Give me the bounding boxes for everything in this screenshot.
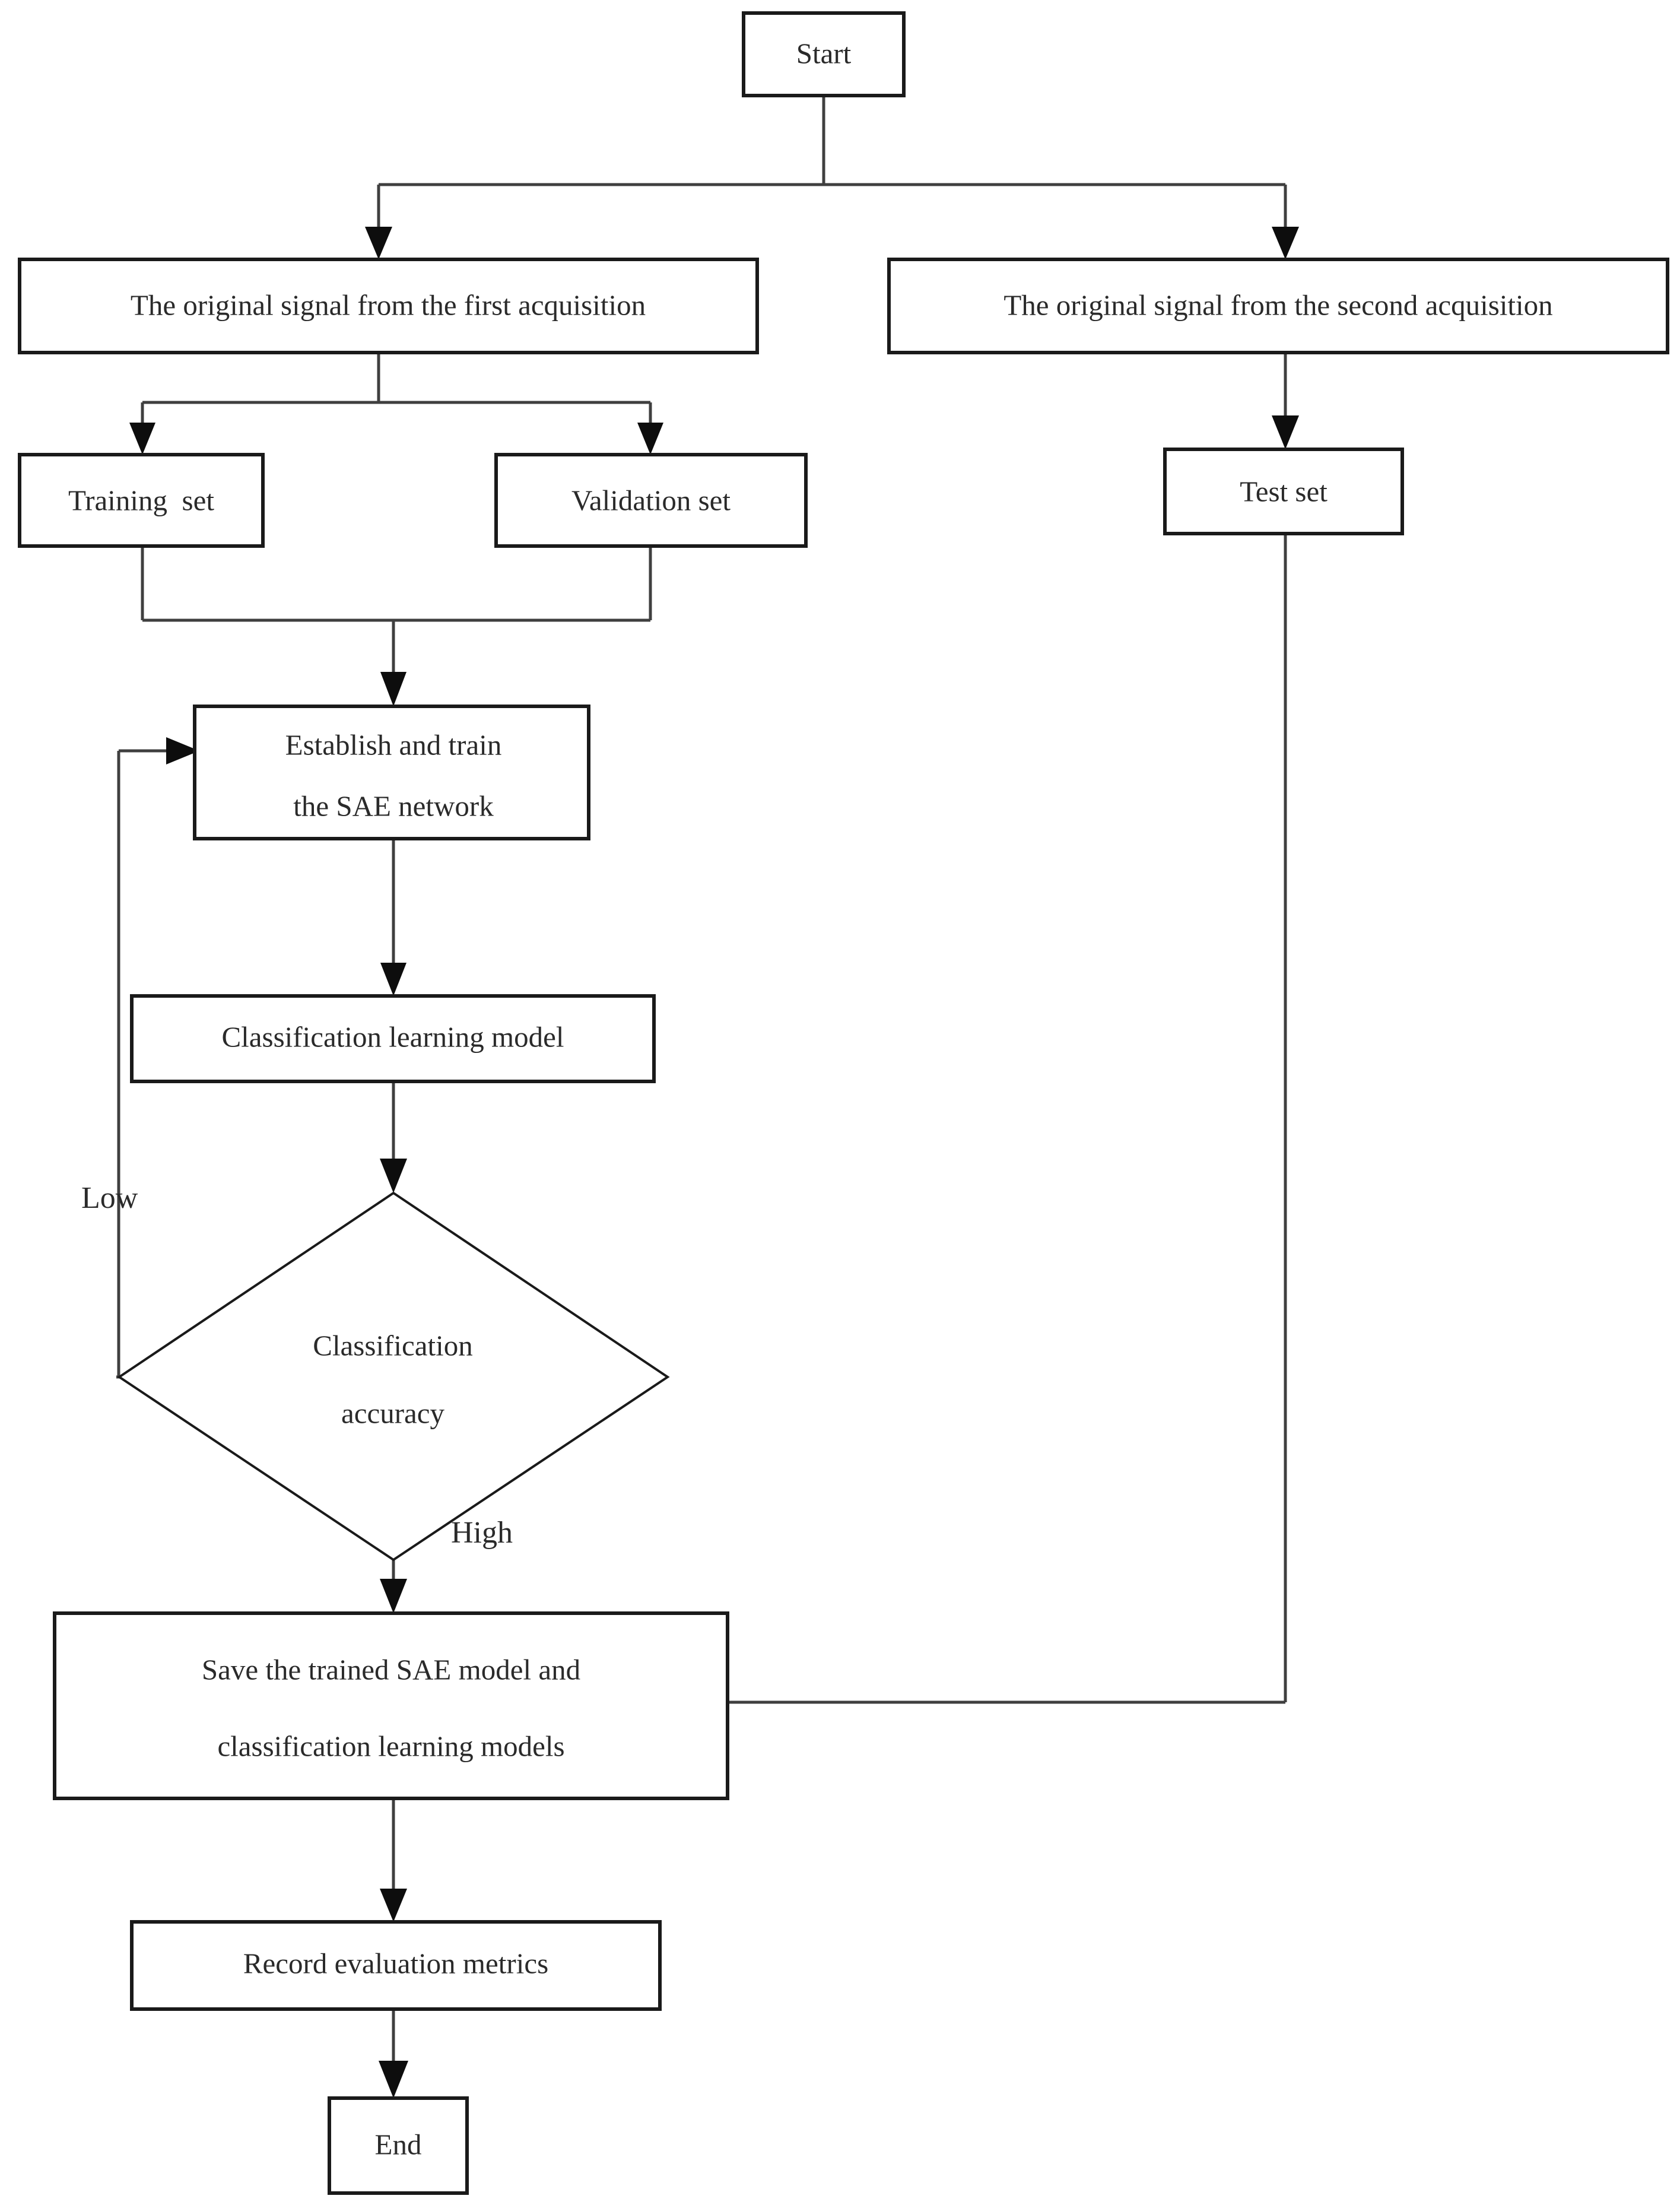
node-validation-set[interactable]: Validation set: [494, 453, 808, 548]
node-validation-set-label: Validation set: [571, 484, 731, 516]
edge-sets-to-sae: [141, 546, 652, 706]
node-sae-train-label-line2: the SAE network: [293, 789, 494, 822]
node-save-models[interactable]: Save the trained SAE model and classific…: [53, 1611, 729, 1800]
edge-record-to-end: [379, 2009, 408, 2098]
arrow-head-class-model: [380, 963, 406, 996]
node-first-acquisition-label: The original signal from the first acqui…: [131, 288, 646, 321]
node-save-models-label-line2: classification learning models: [217, 1730, 564, 1762]
node-test-set[interactable]: Test set: [1163, 448, 1404, 535]
edge-sae-to-classmodel: [380, 839, 406, 996]
node-second-acquisition[interactable]: The original signal from the second acqu…: [887, 258, 1669, 354]
edge-classmodel-to-accuracy: [380, 1081, 407, 1193]
arrow-head-first-acq: [365, 227, 392, 259]
node-training-set-label: Training set: [68, 484, 214, 516]
node-end-label: End: [375, 2128, 422, 2160]
arrow-head-test-set: [1272, 415, 1299, 449]
node-training-set[interactable]: Training set: [18, 453, 265, 548]
edge-label-low: Low: [81, 1181, 138, 1215]
node-classification-learning-model-label: Classification learning model: [222, 1020, 564, 1053]
edge-secondacq-to-testset: [1272, 353, 1299, 449]
arrow-head-sae-feedback: [166, 737, 199, 764]
node-start-label: Start: [796, 37, 852, 69]
node-first-acquisition[interactable]: The original signal from the first acqui…: [18, 258, 759, 354]
arrow-head-save-models: [380, 1579, 407, 1613]
node-classification-learning-model[interactable]: Classification learning model: [130, 994, 656, 1083]
node-test-set-label: Test set: [1240, 475, 1328, 507]
edge-accuracy-high-to-save: [380, 1560, 407, 1613]
node-record-metrics[interactable]: Record evaluation metrics: [130, 1920, 662, 2011]
arrow-head-second-acq: [1272, 227, 1299, 259]
node-sae-train-label-line1: Establish and train: [285, 728, 502, 761]
node-sae-train[interactable]: Establish and train the SAE network: [193, 705, 590, 840]
arrow-head-validation-set: [637, 423, 663, 455]
node-second-acquisition-label: The original signal from the second acqu…: [1003, 288, 1552, 321]
node-start[interactable]: Start: [742, 11, 906, 97]
node-end[interactable]: End: [328, 2096, 469, 2195]
arrow-head-accuracy: [380, 1159, 407, 1193]
edge-label-high: High: [451, 1516, 513, 1550]
edge-save-to-record: [380, 1798, 407, 1922]
edge-firstacq-to-sets: [129, 353, 663, 455]
arrow-head-record: [380, 1889, 407, 1922]
node-accuracy-decision-label-line1: Classification: [313, 1329, 472, 1362]
node-save-models-label-line1: Save the trained SAE model and: [202, 1653, 580, 1686]
node-accuracy-decision[interactable]: Classification accuracy: [117, 1191, 670, 1562]
edge-start-to-split: [365, 96, 1299, 259]
node-record-metrics-label: Record evaluation metrics: [243, 1947, 548, 1979]
arrow-head-end: [379, 2061, 408, 2098]
arrow-head-sae-train: [380, 672, 406, 706]
node-accuracy-decision-label-line2: accuracy: [341, 1397, 445, 1429]
edge-testset-to-save: [690, 534, 1287, 1716]
arrow-head-training-set: [129, 423, 155, 455]
